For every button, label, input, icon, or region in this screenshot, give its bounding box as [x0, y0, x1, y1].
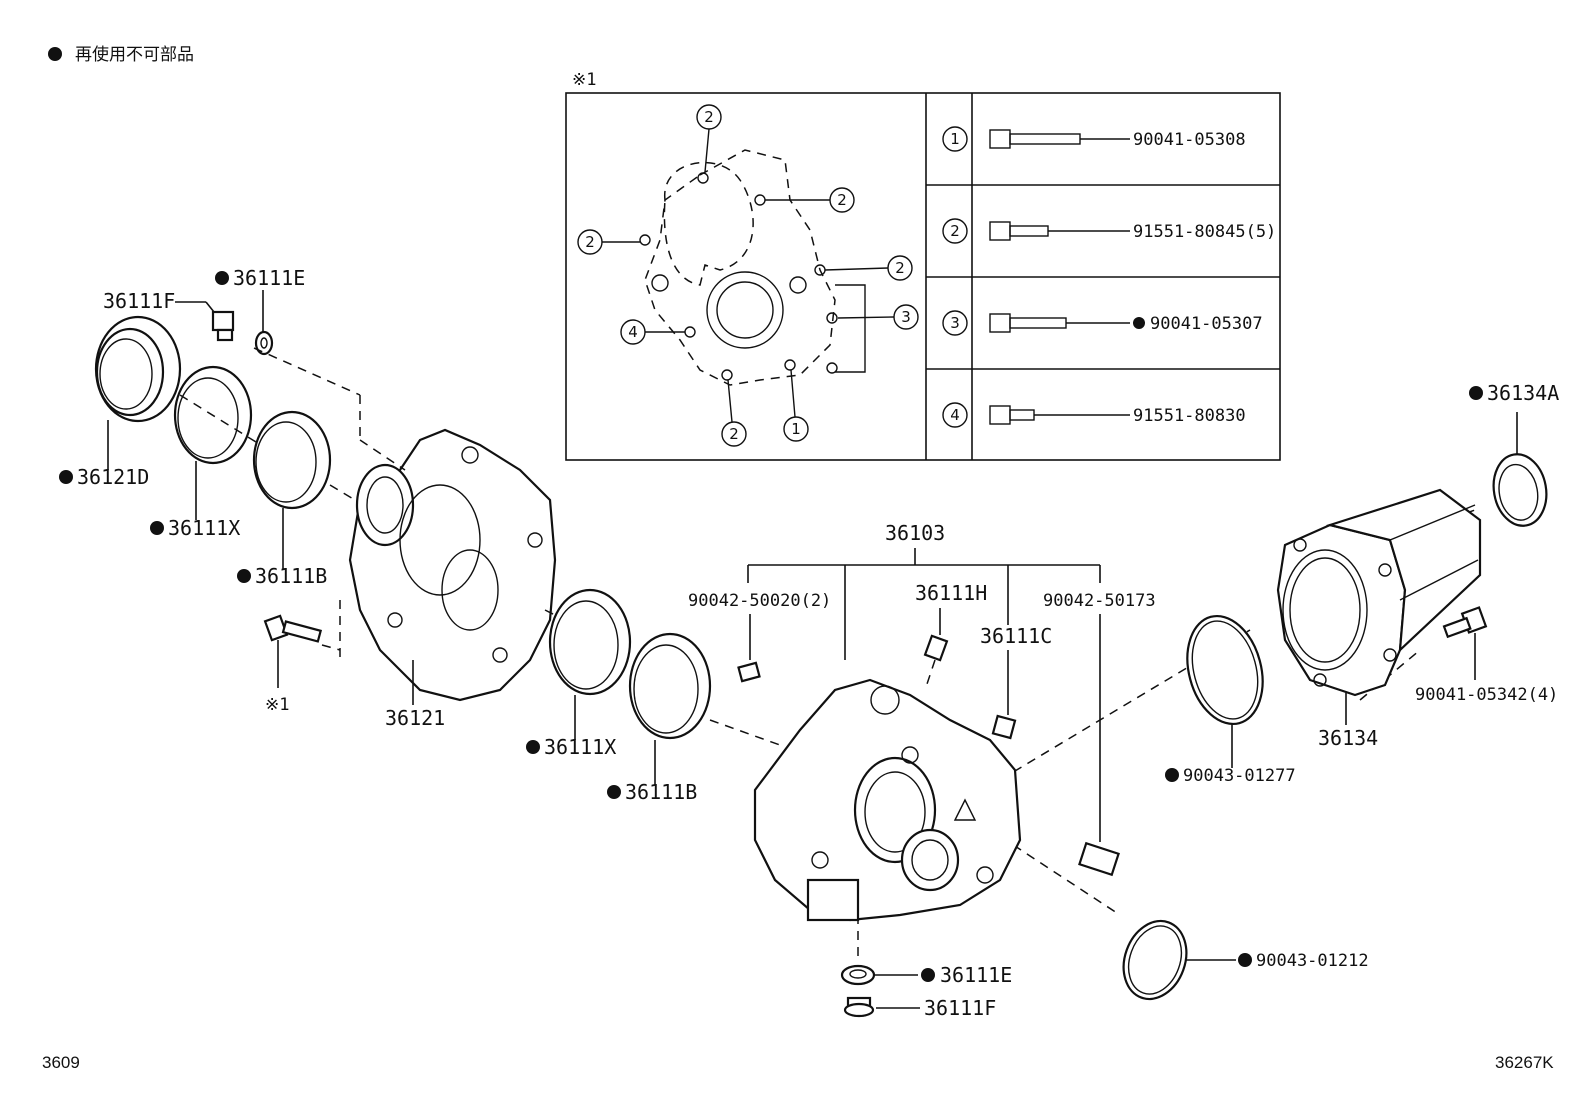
legend: 再使用不可部品: [48, 44, 194, 65]
svg-text:4: 4: [628, 323, 638, 341]
inset-row-4: 4 91551-80830: [942, 402, 1246, 428]
svg-text:36111C: 36111C: [980, 624, 1052, 648]
inset-row-3: 3 90041-05307: [942, 310, 1263, 336]
footer-page-code: 3609: [42, 1053, 80, 1072]
svg-text:36111X: 36111X: [168, 516, 240, 540]
svg-text:2: 2: [837, 191, 847, 209]
bolt-marker-1: ※1: [263, 614, 323, 715]
svg-text:2: 2: [729, 425, 739, 443]
svg-text:36111F: 36111F: [924, 996, 996, 1020]
oring-90043-01277: 90043-01277: [1165, 614, 1296, 786]
svg-text:90043-01212: 90043-01212: [1256, 951, 1369, 971]
svg-text:2: 2: [895, 259, 905, 277]
inset-marker: ※1: [572, 70, 596, 90]
footer-diagram-id: 36267K: [1495, 1053, 1554, 1072]
svg-text:90042-50020(2): 90042-50020(2): [688, 591, 831, 611]
svg-text:3: 3: [901, 308, 911, 326]
svg-text:2: 2: [704, 108, 714, 126]
label-36111E-top: 36111E: [233, 266, 305, 290]
svg-text:90042-50173: 90042-50173: [1043, 591, 1156, 611]
svg-text:36111B: 36111B: [625, 780, 697, 804]
inset-row-1: 1 90041-05308: [942, 126, 1246, 152]
svg-text:36111H: 36111H: [915, 581, 987, 605]
svg-text:91551-80830: 91551-80830: [1133, 406, 1246, 426]
seal-36121D: 36121D: [59, 315, 182, 489]
svg-text:90041-05342(4): 90041-05342(4): [1415, 685, 1558, 705]
svg-text:※1: ※1: [265, 695, 289, 715]
pin-90042-50173: 90042-50173: [1043, 591, 1156, 877]
plug-36111F-top: 36111F: [103, 289, 235, 342]
svg-text:36111E: 36111E: [940, 963, 1012, 987]
svg-text:36134A: 36134A: [1487, 381, 1559, 405]
housing-36134: 36134: [1276, 488, 1482, 750]
oring-90043-01212: 90043-01212: [1122, 919, 1369, 1001]
svg-text:36121D: 36121D: [77, 465, 149, 489]
svg-text:4: 4: [950, 406, 960, 424]
svg-text:90043-01277: 90043-01277: [1183, 766, 1296, 786]
svg-text:2: 2: [950, 222, 960, 240]
plug-36111C: 36111C: [980, 624, 1052, 740]
bearing-36111X-mid: 36111X: [526, 588, 632, 759]
case-36103-callout: 36103: [747, 521, 1101, 660]
inset-row-2: 2 91551-80845(5): [942, 218, 1276, 244]
non-reusable-bullet-icon: [48, 47, 62, 61]
svg-text:36134: 36134: [1318, 726, 1378, 750]
washer-36111E-top: 36111E: [215, 266, 305, 356]
svg-text:36103: 36103: [885, 521, 945, 545]
non-reusable-bullet-icon: [1133, 317, 1145, 329]
svg-text:91551-80845(5): 91551-80845(5): [1133, 222, 1276, 242]
bearing-36111B-left: 36111B: [237, 410, 332, 588]
inset-detail: ※1 2 2: [565, 70, 1281, 461]
case-36103: [753, 678, 1022, 922]
svg-text:90041-05308: 90041-05308: [1133, 130, 1246, 150]
bearing-36111B-mid: 36111B: [607, 632, 712, 804]
case-36121: 36121: [348, 428, 557, 730]
svg-text:36121: 36121: [385, 706, 445, 730]
svg-text:2: 2: [585, 233, 595, 251]
svg-text:1: 1: [791, 420, 801, 438]
plug-36111F-bottom: 36111F: [843, 996, 996, 1020]
svg-text:1: 1: [950, 130, 960, 148]
svg-text:36111X: 36111X: [544, 735, 616, 759]
svg-text:90041-05307: 90041-05307: [1150, 314, 1263, 334]
label-36111F-top: 36111F: [103, 289, 175, 313]
inset-callouts: 2 2 2 2 3 4 2 1: [577, 104, 919, 447]
svg-text:3: 3: [950, 314, 960, 332]
legend-text: 再使用不可部品: [75, 44, 194, 65]
vent-36111H: 36111H: [915, 581, 987, 662]
washer-36111E-bottom: 36111E: [840, 963, 1012, 987]
bolt-90041-05342: 90041-05342(4): [1415, 606, 1558, 705]
gasket-outline: [639, 149, 866, 386]
pin-90042-50020: 90042-50020(2): [688, 591, 831, 683]
svg-text:36111B: 36111B: [255, 564, 327, 588]
seal-36134A: 36134A: [1469, 381, 1559, 527]
